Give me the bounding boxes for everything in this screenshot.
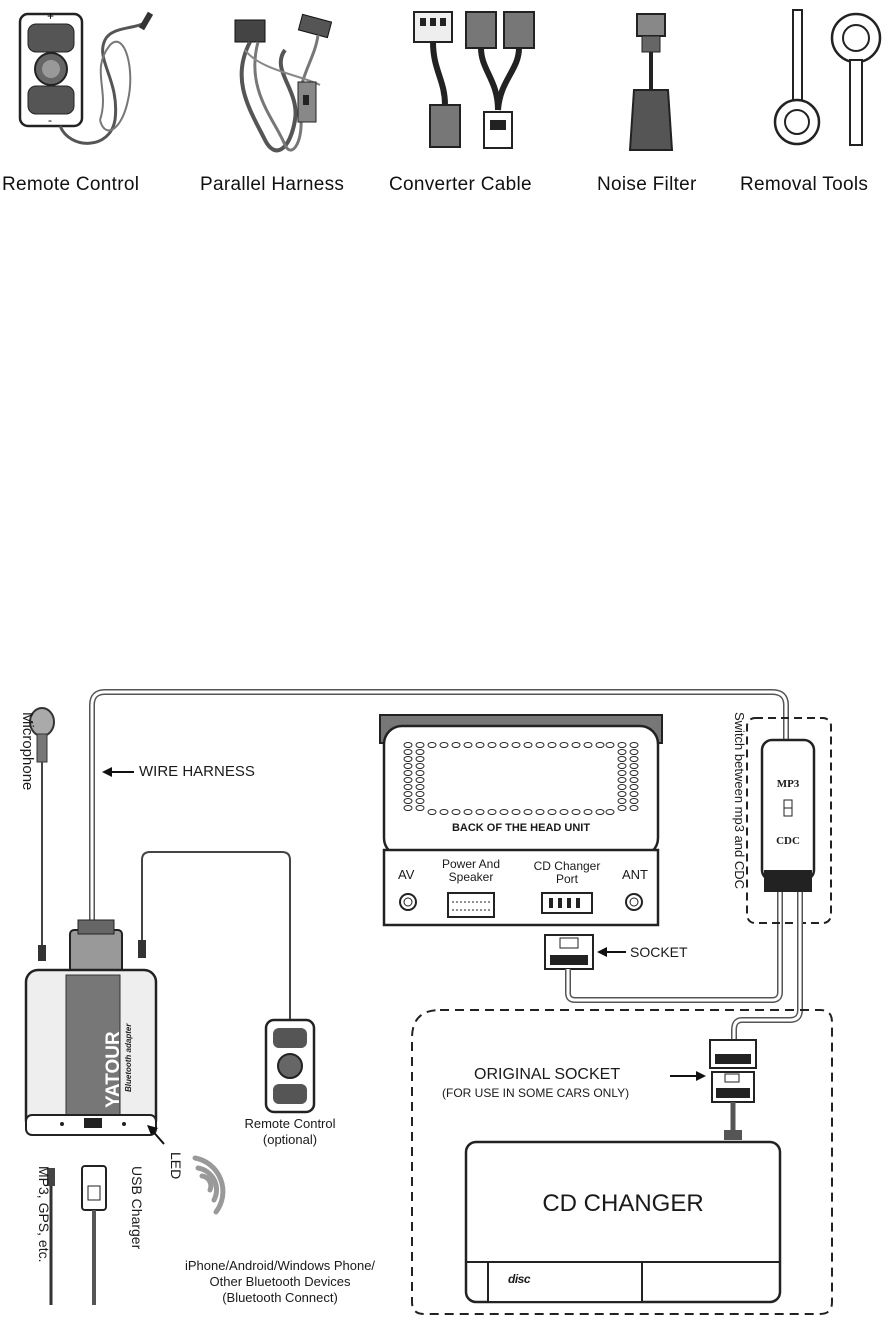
ant-port-label: ANT: [622, 867, 648, 882]
converter-cable-illustration: [413, 11, 535, 149]
accessory-label-parallel-harness: Parallel Harness: [200, 174, 345, 195]
mp3-jack: [47, 1168, 55, 1305]
head-unit-label: BACK OF THE HEAD UNIT: [451, 822, 591, 834]
socket-label: SOCKET: [630, 944, 688, 960]
socket-connector: [544, 890, 783, 1003]
usb-charger-cable: [81, 1165, 107, 1305]
noise-filter-illustration: [628, 13, 674, 151]
switch-cdc-label: CDC: [776, 835, 800, 847]
yatour-adapter: [24, 919, 158, 1136]
head-unit-back: [379, 714, 663, 927]
original-socket-note: (FOR USE IN SOME CARS ONLY): [442, 1086, 630, 1100]
power-speaker-label: Power And Speaker: [441, 857, 501, 884]
remote-control-optional: [264, 1018, 316, 1114]
bluetooth-signal-icon: [192, 1155, 226, 1215]
led-arrow: [147, 1125, 165, 1145]
bt-devices-line-3: (Bluetooth Connect): [222, 1290, 338, 1305]
original-socket: [709, 1039, 757, 1140]
switch-dashed-box: [746, 717, 832, 924]
switch-description: Switch between mp3 and CDC: [732, 712, 747, 890]
microphone-illustration: [29, 707, 55, 961]
remote-cable: [141, 851, 291, 1020]
accessory-label-noise-filter: Noise Filter: [597, 174, 697, 195]
wire-harness-cable: [89, 689, 789, 930]
accessory-label-remote-control: Remote Control: [2, 174, 140, 195]
remote-jack: [138, 940, 146, 958]
socket-arrow: [597, 947, 626, 957]
accessory-label-removal-tools: Removal Tools: [740, 174, 869, 195]
remote-control-label: Remote Control: [244, 1116, 336, 1131]
usb-charger-label: USB Charger: [129, 1166, 145, 1250]
wire-harness-label: WIRE HARNESS: [139, 763, 255, 780]
parallel-harness-illustration: [234, 13, 333, 153]
cd-changer-unit: [464, 1140, 782, 1304]
av-port-label: AV: [398, 867, 415, 882]
yatour-subtitle: Bluetooth adapter: [124, 1023, 133, 1092]
svg-text:-: -: [48, 113, 52, 127]
remote-control-illustration: + -: [18, 9, 154, 145]
original-socket-arrow: [670, 1071, 706, 1081]
mp3-gps-label: MP3, GPS, etc.: [36, 1166, 52, 1263]
svg-text:+: +: [47, 9, 54, 23]
wire-harness-arrow: [102, 767, 134, 777]
switch-mp3-label: MP3: [776, 778, 800, 790]
accessory-label-converter-cable: Converter Cable: [389, 174, 532, 195]
microphone-label: Microphone: [19, 712, 36, 791]
original-socket-label: ORIGINAL SOCKET: [474, 1066, 621, 1083]
bt-devices-line-1: iPhone/Android/Windows Phone/: [184, 1258, 376, 1273]
cd-changer-dashed-region: [411, 1009, 833, 1315]
disc-logo: disc: [508, 1272, 531, 1286]
removal-tools-illustration: [773, 9, 882, 146]
cd-changer-title: CD CHANGER: [542, 1190, 704, 1217]
cd-changer-port-label: CD Changer Port: [533, 859, 601, 886]
yatour-brand: YATOUR: [103, 1031, 124, 1108]
bt-devices-line-2: Other Bluetooth Devices: [209, 1274, 351, 1289]
remote-optional-label: (optional): [262, 1132, 318, 1147]
led-label: LED: [168, 1152, 184, 1180]
mp3-cdc-switch: [731, 738, 816, 1040]
